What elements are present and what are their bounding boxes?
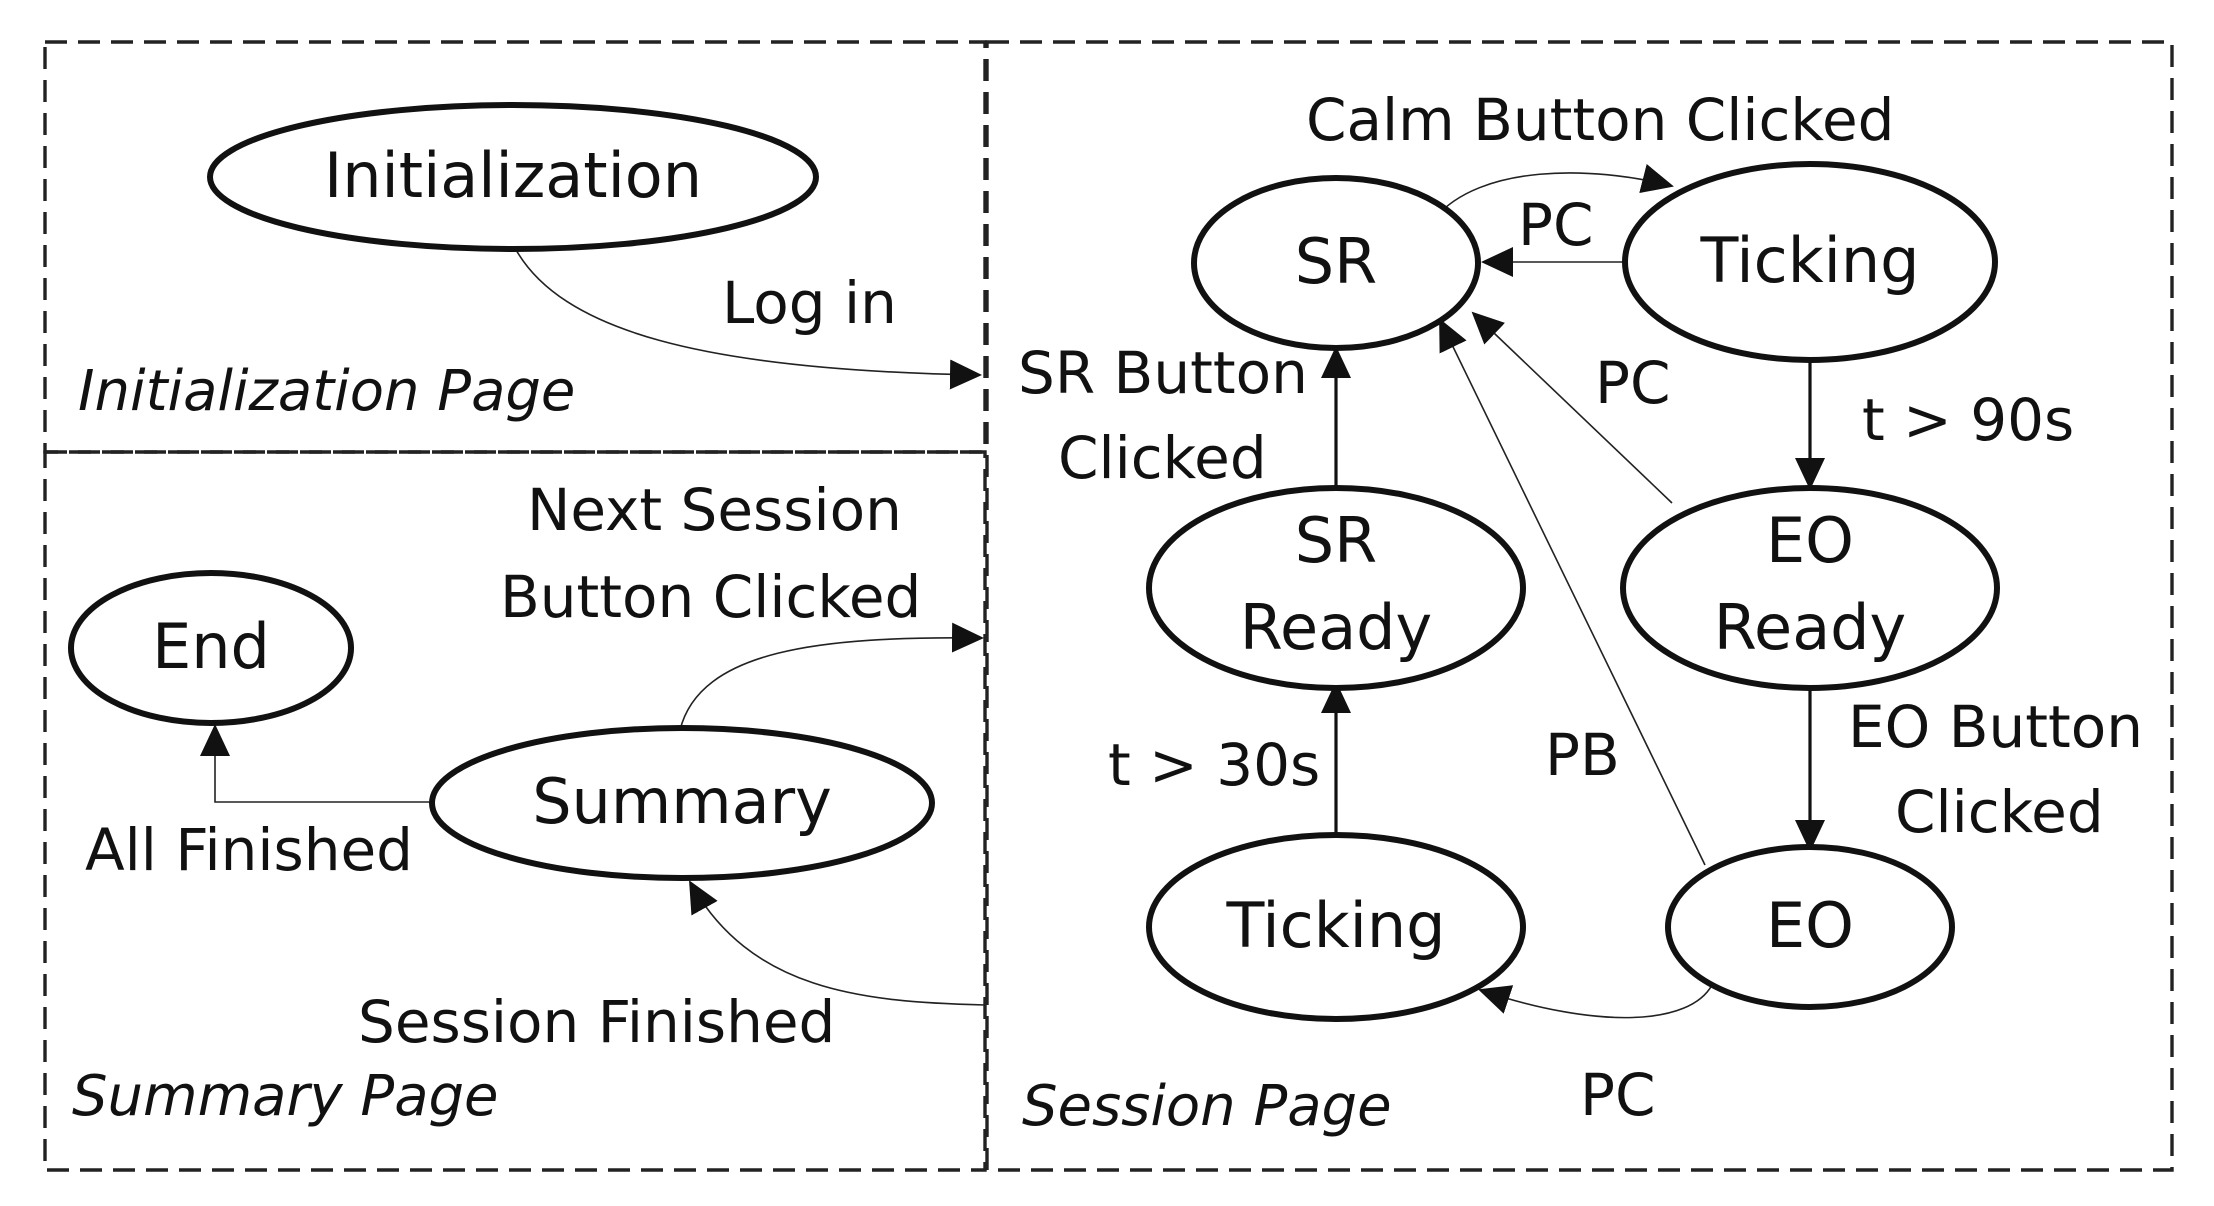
- summary-page-region: [43, 450, 987, 1172]
- state-sr: SR: [1191, 175, 1481, 351]
- state-ticking-bottom: Ticking: [1146, 832, 1526, 1022]
- svg-text:SR: SR: [1295, 504, 1377, 577]
- edge-next-session: [679, 622, 984, 731]
- state-initialization: Initialization: [207, 102, 819, 252]
- label-pb-eo-to-sr: PB: [1545, 721, 1620, 789]
- state-summary: Summary: [429, 725, 935, 881]
- svg-text:EO: EO: [1766, 504, 1854, 577]
- label-log-in: Log in: [722, 269, 897, 337]
- svg-text:SR: SR: [1295, 225, 1377, 298]
- label-sr-button-line2: Clicked: [1058, 424, 1267, 492]
- svg-text:Ticking: Ticking: [1225, 889, 1445, 962]
- label-sr-button-line1: SR Button: [1018, 339, 1308, 407]
- label-t-gt-90s: t > 90s: [1862, 386, 2074, 454]
- svg-text:Initialization: Initialization: [324, 139, 702, 212]
- edge-session-finished: [689, 880, 986, 1006]
- svg-text:Summary: Summary: [532, 765, 832, 838]
- label-pc-eo-ready-to-sr: PC: [1595, 349, 1670, 417]
- session-page-label: Session Page: [1022, 1074, 1392, 1139]
- label-eo-button-line1: EO Button: [1848, 693, 2143, 761]
- label-calm-button-clicked: Calm Button Clicked: [1306, 86, 1894, 154]
- label-all-finished: All Finished: [85, 816, 413, 884]
- state-ticking-top: Ticking: [1622, 161, 1998, 363]
- edge-pb-eo-to-sr: [1439, 318, 1706, 866]
- svg-text:EO: EO: [1766, 889, 1854, 962]
- edge-calm-button: [1434, 164, 1674, 219]
- label-session-finished: Session Finished: [358, 988, 835, 1056]
- label-t-gt-30s: t > 30s: [1108, 731, 1320, 799]
- state-eo-ready: EO Ready: [1620, 485, 2000, 691]
- state-sr-ready: SR Ready: [1146, 485, 1526, 691]
- session-page-region: [985, 40, 2174, 1172]
- svg-text:Ready: Ready: [1714, 591, 1906, 664]
- state-end: End: [68, 570, 354, 726]
- edge-all-finished: [200, 724, 432, 803]
- svg-text:Ticking: Ticking: [1699, 224, 1919, 297]
- label-eo-button-line2: Clicked: [1895, 778, 2104, 846]
- summary-page-label: Summary Page: [72, 1064, 499, 1129]
- label-pc-ticking-to-sr: PC: [1518, 191, 1593, 259]
- label-next-session-line1: Next Session: [527, 476, 902, 544]
- state-eo: EO: [1665, 844, 1955, 1010]
- svg-text:End: End: [152, 610, 270, 683]
- label-pc-eo-to-ticking: PC: [1580, 1061, 1655, 1129]
- initialization-page-label: Initialization Page: [78, 359, 575, 424]
- edge-pc-eo-to-ticking: [1478, 984, 1713, 1019]
- edge-pc-eo-ready-to-sr: [1471, 311, 1673, 504]
- edge-log-in: [514, 247, 982, 390]
- svg-text:Ready: Ready: [1240, 591, 1432, 664]
- label-next-session-line2: Button Clicked: [500, 563, 921, 631]
